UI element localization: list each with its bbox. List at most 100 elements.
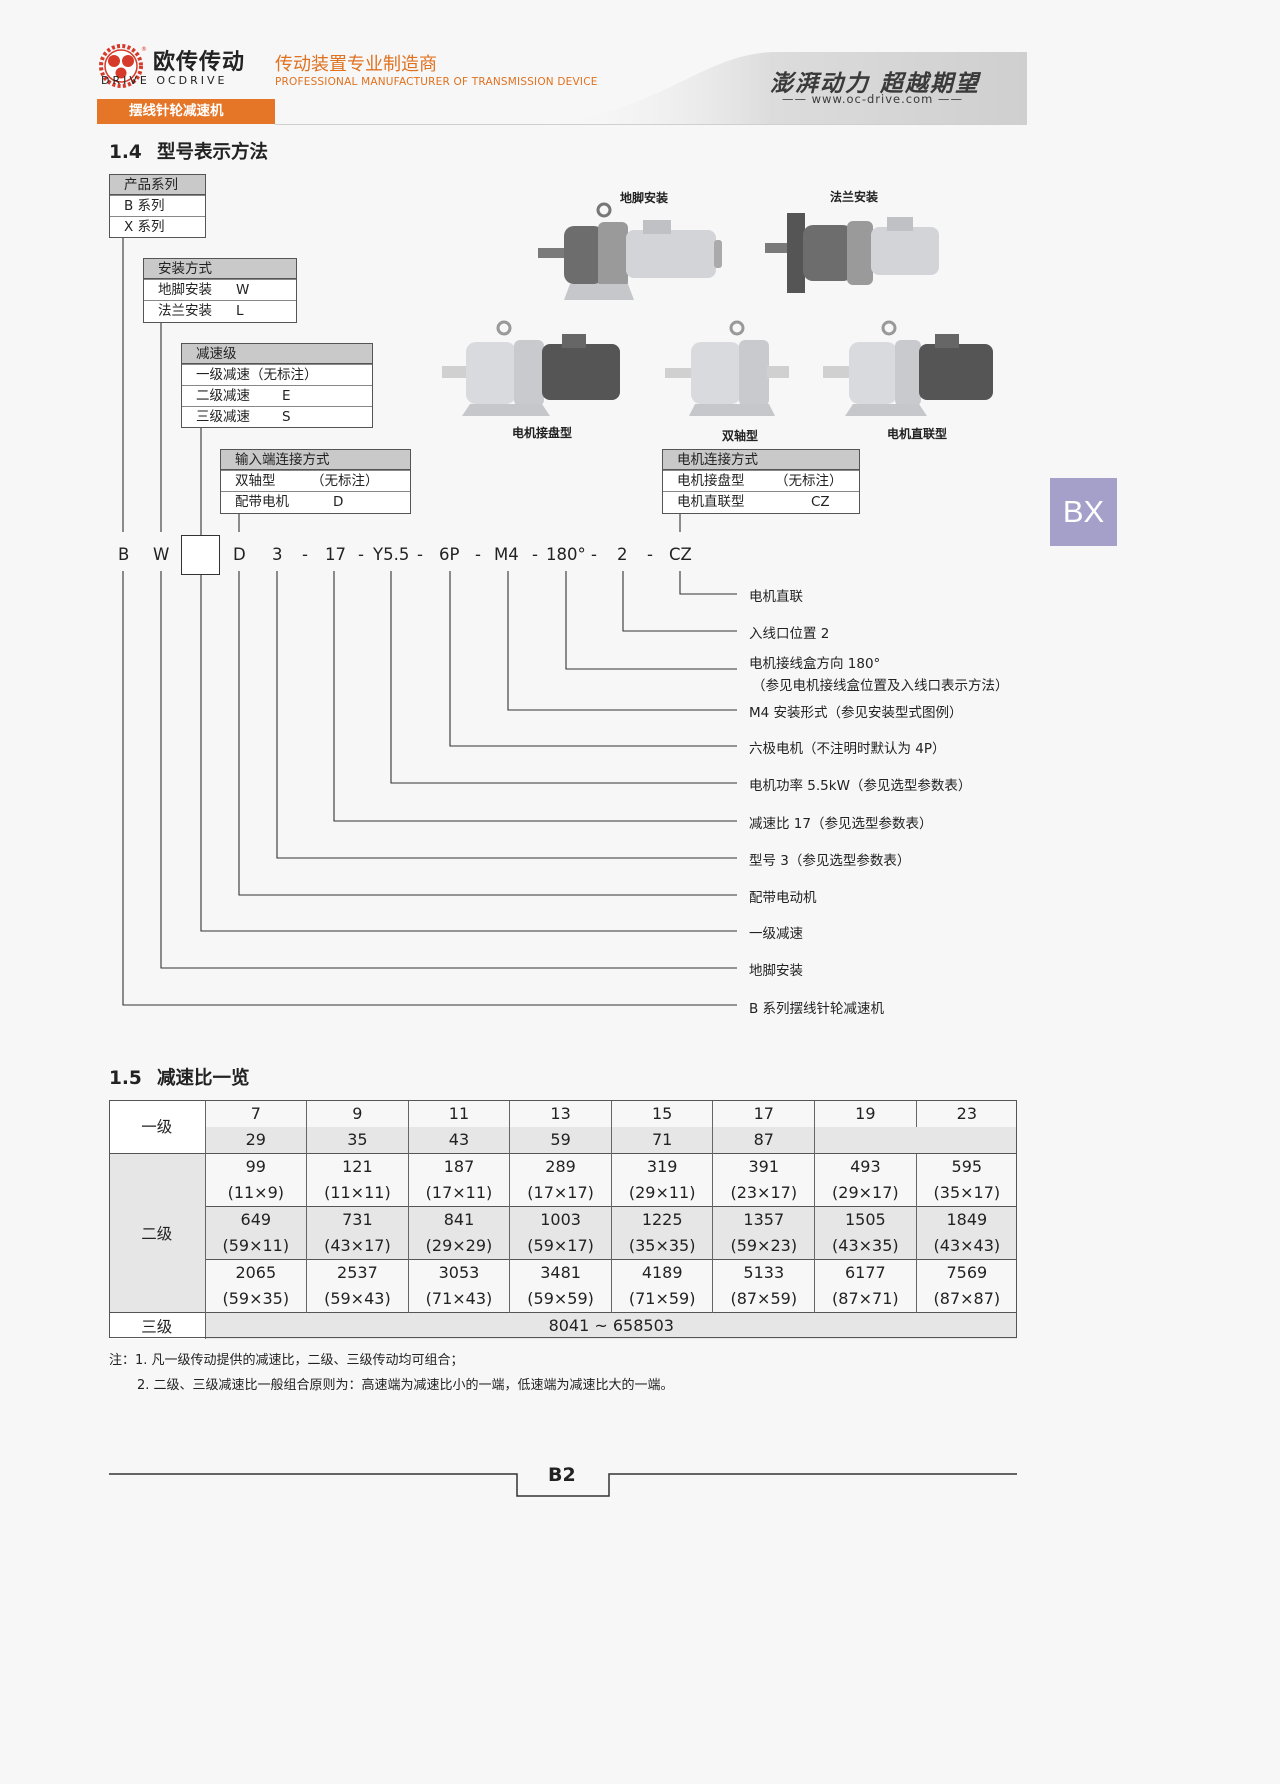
flange-mounted-reducer-image (765, 213, 939, 293)
ratio-cell: 391 (712, 1152, 815, 1180)
ratio-cell: 493 (814, 1152, 917, 1180)
motor-connection-option-direct: 电机直联型 CZ (663, 491, 859, 512)
product-label-foot: 地脚安装 (620, 191, 669, 205)
code-dash: - (475, 545, 481, 564)
ratio-cell: (71×43) (407, 1285, 510, 1312)
header-band (275, 52, 1027, 125)
ratio-cell: 3053 (407, 1258, 510, 1286)
stage-placeholder-box (181, 535, 220, 575)
ratio-cell: 1849 (915, 1205, 1017, 1233)
stage-option-label: 二级减速 (196, 388, 250, 404)
category-tab: 摆线针轮减速机 (97, 99, 275, 124)
section-heading: 型号表示方法 (157, 142, 269, 163)
foot-mounted-reducer-image (538, 202, 722, 300)
motor-connection-option-code: CZ (811, 494, 830, 510)
product-label-double-shaft: 双轴型 (722, 429, 759, 443)
tagline-english: PROFESSIONAL MANUFACTURER OF TRANSMISSIO… (275, 76, 598, 88)
table-row: (59×11)(43×17)(29×29)(59×17)(35×35)(59×2… (109, 1232, 1017, 1259)
level-label: 一级 (109, 1100, 205, 1153)
mounting-option-label: 地脚安装 (158, 282, 212, 298)
ratio-cell: (87×71) (814, 1285, 917, 1312)
motor-connection-option-box: 电机连接方式 电机接盘型（无标注） 电机直联型 CZ (662, 449, 860, 514)
ratio-cell: (87×87) (915, 1285, 1017, 1312)
product-label-direct-motor: 电机直联型 (887, 427, 948, 441)
legend-item: 型号 3（参见选型参数表） (749, 853, 911, 869)
ratio-cell: 187 (407, 1152, 510, 1180)
code-dash: - (417, 545, 423, 564)
motor-flange-reducer-image (442, 320, 620, 416)
stage-option-two: 二级减速 E (182, 385, 372, 406)
code-box-angle: 180° (546, 545, 586, 564)
series-option-x: X 系列 (110, 216, 205, 237)
legend-item: 地脚安装 (749, 963, 803, 979)
ratio-cell: (23×17) (712, 1179, 815, 1206)
ratio-cell: 121 (306, 1152, 409, 1180)
ratio-cell: 59 (509, 1126, 612, 1153)
double-shaft-reducer-image (665, 320, 789, 416)
ratio-cell: (71×59) (610, 1285, 713, 1312)
legend-item: M4 安装形式（参见安装型式图例） (749, 705, 963, 721)
ratio-cell (916, 1126, 1017, 1153)
gear-logo-icon: ® (99, 44, 147, 88)
legend-item: 电机功率 5.5kW（参见选型参数表） (749, 778, 972, 794)
ratio-cell: 7569 (915, 1258, 1017, 1286)
page-number: B2 (548, 1464, 576, 1486)
legend-item: 入线口位置 2 (749, 626, 830, 642)
ratio-cell: 2537 (306, 1258, 409, 1286)
input-box-heading: 输入端连接方式 (221, 450, 410, 470)
code-power: Y5.5 (373, 545, 410, 564)
input-option-double-shaft: 双轴型（无标注） (221, 470, 410, 491)
ratio-cell: 19 (814, 1100, 917, 1127)
website: —— www.oc-drive.com —— (782, 92, 963, 106)
ratio-cell: (29×11) (610, 1179, 713, 1206)
logo-chinese-name: 欧传传动 (153, 50, 246, 75)
company-logo: ® 欧传传动 DRIVE OCDRIVE (97, 40, 267, 92)
side-section-tab[interactable]: BX (1050, 478, 1117, 546)
ratio-cell: 29 (204, 1126, 307, 1153)
table-note: 2. 二级、三级减速比一般组合原则为：高速端为减速比小的一端，低速端为减速比大的… (137, 1378, 674, 1393)
stage-option-code: E (282, 388, 291, 404)
ratio-cell: 319 (610, 1152, 713, 1180)
tagline-chinese: 传动装置专业制造商 (275, 54, 437, 75)
code-dash: - (532, 545, 538, 564)
website-url: www.oc-drive.com (811, 92, 934, 106)
ratio-cell: 9 (306, 1100, 409, 1127)
legend-item: 一级减速 (749, 926, 803, 942)
code-mount-type: M4 (494, 545, 519, 564)
stage-option-label: 三级减速 (196, 409, 250, 425)
code-dash: - (591, 545, 597, 564)
ratio-cell: 71 (610, 1126, 713, 1153)
code-input: D (233, 545, 246, 564)
code-inlet: 2 (617, 545, 628, 564)
legend-item: 配带电动机 (749, 890, 817, 906)
motor-connection-option-flange: 电机接盘型（无标注） (663, 470, 859, 491)
ratio-cell: (17×11) (407, 1179, 510, 1206)
model-code-leader-lines (122, 238, 737, 1006)
ratio-cell: 1003 (509, 1205, 612, 1233)
code-connection: CZ (669, 545, 692, 564)
ratio-cell: (59×11) (204, 1232, 307, 1259)
level-label: 三级 (109, 1311, 205, 1339)
input-option-label: 配带电机 (235, 494, 289, 510)
ratio-cell: 6177 (814, 1258, 917, 1286)
ratio-cell: 1357 (712, 1205, 815, 1233)
ratio-cell: (59×17) (509, 1232, 612, 1259)
ratio-cell: 841 (407, 1205, 510, 1233)
ratio-cell: 289 (509, 1152, 612, 1180)
ratio-cell: 87 (712, 1126, 815, 1153)
input-option-label: 双轴型 (235, 473, 276, 489)
motor-connection-option-label: 电机接盘型 (677, 473, 745, 489)
level-label: 二级 (109, 1152, 205, 1312)
ratio-cell: (29×17) (814, 1179, 917, 1206)
motor-connection-option-label: 电机直联型 (677, 494, 745, 510)
section-number: 1.5 (109, 1068, 142, 1089)
motor-connection-box-heading: 电机连接方式 (663, 450, 859, 470)
legend-item: 电机直联 (749, 589, 803, 605)
